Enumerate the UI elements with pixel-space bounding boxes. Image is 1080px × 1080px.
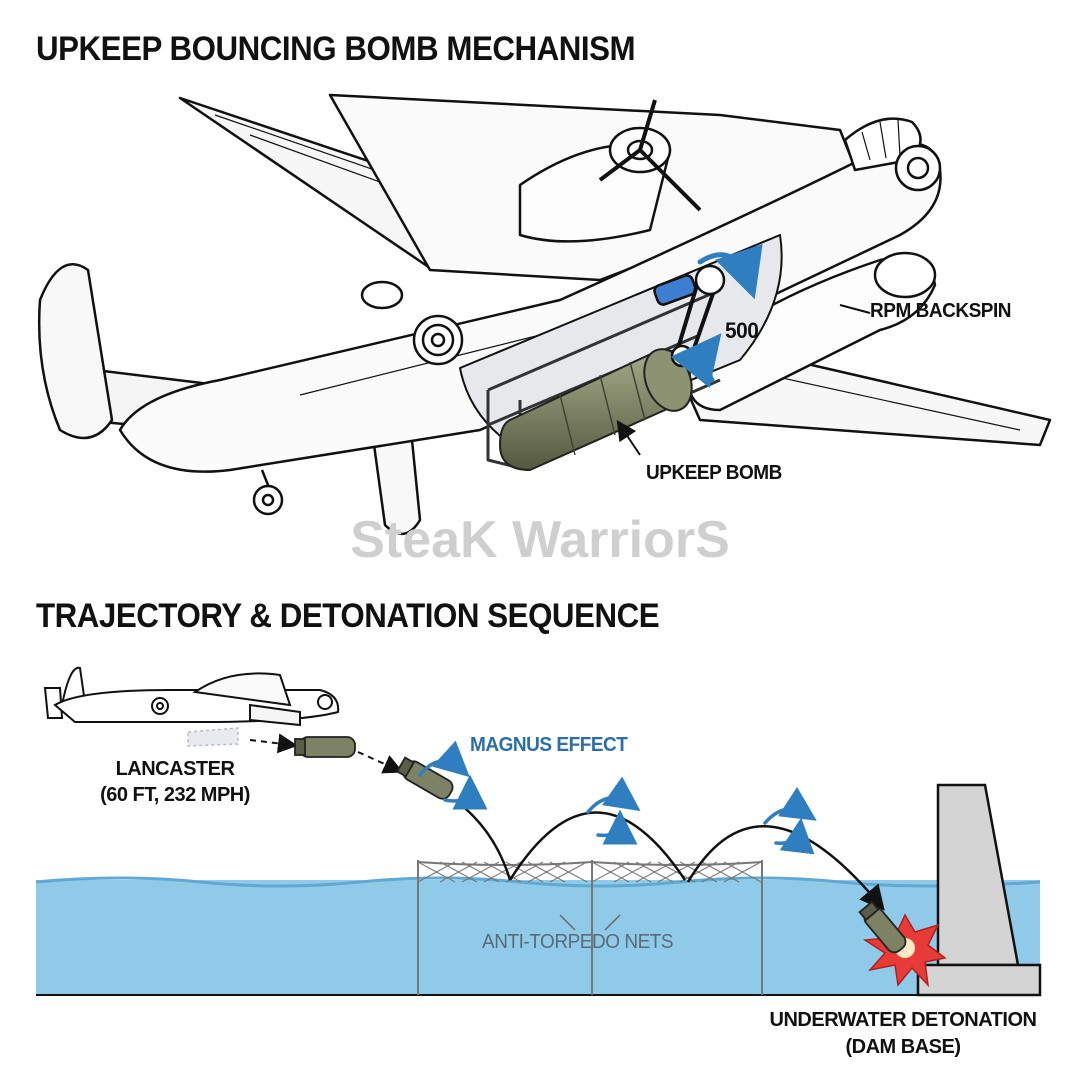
- leader-lines: [616, 304, 871, 456]
- upkeep-bomb-label: UPKEEP BOMB: [646, 462, 782, 484]
- watermark: SteaK WarriorS: [350, 511, 730, 569]
- mechanism-title: UPKEEP BOUNCING BOMB MECHANISM: [36, 30, 636, 68]
- release-path: [249, 733, 404, 774]
- detonation-label-line2: (DAM BASE): [845, 1036, 962, 1058]
- anti-torpedo-nets: [417, 860, 763, 995]
- trajectory-title: TRAJECTORY & DETONATION SEQUENCE: [36, 597, 660, 635]
- lancaster-bomber-illustration: [37, 93, 1052, 535]
- magnus-effect-label: MAGNUS EFFECT: [470, 734, 628, 756]
- tail-fin-left: [37, 263, 114, 440]
- lancaster-small-illustration: [43, 666, 340, 727]
- magnus-spin-arrows: [418, 740, 817, 855]
- propeller-top: [598, 99, 702, 212]
- rpm-backspin-label: RPM BACKSPIN: [870, 300, 1012, 322]
- spin-arrows-mechanism: [670, 243, 763, 388]
- bomb-submerged: [858, 900, 907, 954]
- engine-nacelle-lower: [686, 256, 937, 412]
- detonation-label-line1: UNDERWATER DETONATION: [769, 1009, 1037, 1031]
- bomb-in-flight-1: [294, 736, 356, 758]
- lancaster-params-label: (60 FT, 232 MPH): [100, 784, 250, 806]
- lancaster-name-label: LANCASTER: [115, 758, 235, 780]
- anti-torpedo-nets-label: ANTI-TORPEDO NETS: [482, 931, 674, 953]
- rpm-value-label: 500: [725, 318, 759, 343]
- released-bomb-ghost: [187, 727, 239, 747]
- dam-wall: [916, 783, 1042, 997]
